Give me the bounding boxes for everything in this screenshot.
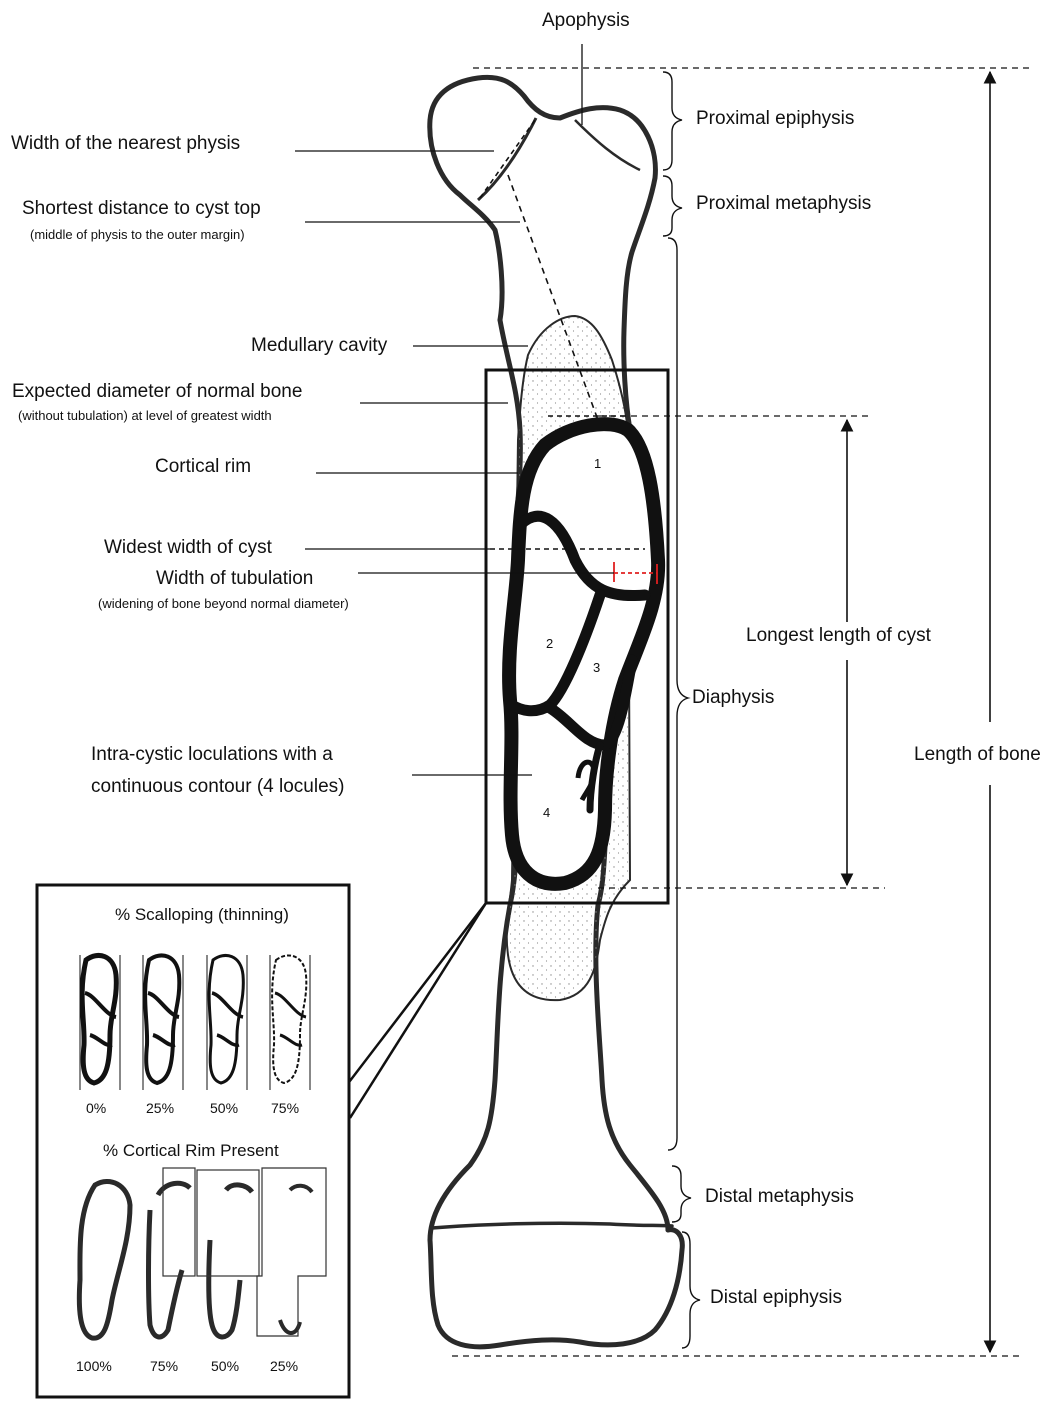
label-width-tubulation: Width of tubulation <box>156 568 313 590</box>
locule-number: 3 <box>593 661 600 675</box>
label-loculations-1: Intra-cystic loculations with a <box>91 744 333 766</box>
cortical-rim-value: 75% <box>150 1358 178 1374</box>
label-expected-diameter-sub: (without tubulation) at level of greates… <box>18 408 272 424</box>
label-width-nearest-physis: Width of the nearest physis <box>11 133 240 155</box>
cortical-rim-value: 25% <box>270 1358 298 1374</box>
cortical-rim-title: % Cortical Rim Present <box>103 1141 279 1161</box>
brace-distal-epiphysis <box>682 1232 700 1348</box>
label-shortest-distance-sub: (middle of physis to the outer margin) <box>30 227 245 243</box>
locule-number: 4 <box>543 806 550 820</box>
label-shortest-distance: Shortest distance to cyst top <box>22 198 261 220</box>
distal-physis-line <box>432 1223 672 1228</box>
label-width-tubulation-sub: (widening of bone beyond normal diameter… <box>98 596 349 612</box>
inset-connector-2 <box>350 903 486 1118</box>
scalloping-title: % Scalloping (thinning) <box>115 905 289 925</box>
scalloping-value: 25% <box>146 1100 174 1116</box>
brace-proximal-metaphysis <box>663 176 682 236</box>
label-distal-epiphysis: Distal epiphysis <box>710 1287 842 1309</box>
scalloping-value: 50% <box>210 1100 238 1116</box>
locule-number: 1 <box>594 457 601 471</box>
brace-distal-metaphysis <box>672 1166 691 1222</box>
label-proximal-metaphysis: Proximal metaphysis <box>696 193 871 215</box>
scalloping-value: 75% <box>271 1100 299 1116</box>
cortical-rim-value: 100% <box>76 1358 112 1374</box>
cyst <box>509 424 658 884</box>
cortical-rim-value: 50% <box>211 1358 239 1374</box>
label-apophysis: Apophysis <box>542 10 630 32</box>
scalloping-value: 0% <box>86 1100 106 1116</box>
label-expected-diameter: Expected diameter of normal bone <box>12 381 302 403</box>
label-longest-length: Longest length of cyst <box>744 625 933 647</box>
label-widest-width: Widest width of cyst <box>104 537 272 559</box>
label-loculations-2: continuous contour (4 locules) <box>91 776 344 798</box>
label-cortical-rim: Cortical rim <box>155 456 251 478</box>
label-proximal-epiphysis: Proximal epiphysis <box>696 108 854 130</box>
distal-end-outline <box>430 1230 682 1347</box>
brace-diaphysis <box>668 238 688 1150</box>
locule-number: 2 <box>546 637 553 651</box>
label-length-of-bone: Length of bone <box>912 744 1043 766</box>
brace-proximal-epiphysis <box>663 72 682 170</box>
label-distal-metaphysis: Distal metaphysis <box>705 1186 854 1208</box>
proximal-end-outline <box>430 77 656 330</box>
label-diaphysis: Diaphysis <box>692 687 774 709</box>
label-medullary-cavity: Medullary cavity <box>251 335 387 357</box>
physis-dash <box>480 120 535 198</box>
physis-line-apophysis <box>575 120 640 170</box>
